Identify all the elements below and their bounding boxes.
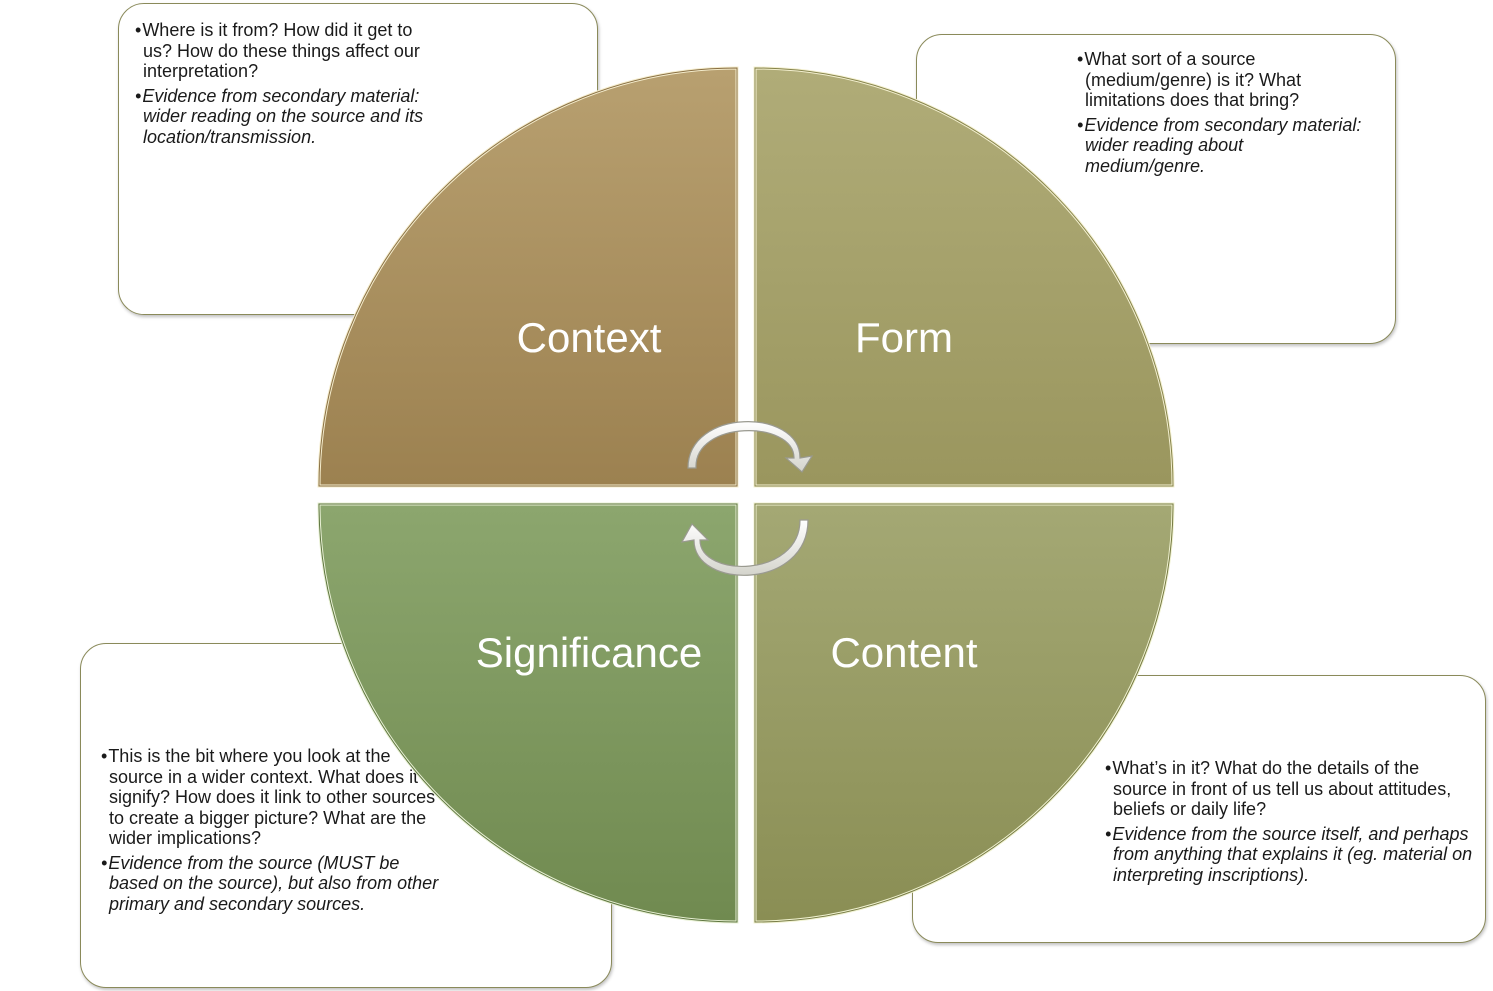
- significance-note-question: This is the bit where you look at the so…: [101, 746, 439, 849]
- content-note-question: What’s in it? What do the details of the…: [1105, 758, 1475, 820]
- content-label: Content: [830, 629, 977, 676]
- form-note-question: What sort of a source (medium/genre) is …: [1077, 49, 1367, 111]
- context-note-question: Where is it from? How did it get to us? …: [135, 20, 435, 82]
- significance-quadrant: [317, 502, 739, 924]
- form-quadrant: [753, 66, 1175, 488]
- form-note-evidence: Evidence from secondary material: wider …: [1077, 115, 1367, 177]
- content-note-evidence: Evidence from the source itself, and per…: [1105, 824, 1475, 886]
- context-label: Context: [517, 314, 662, 361]
- cycle-arrow-lower-icon: [680, 519, 809, 576]
- context-note-evidence: Evidence from secondary material: wider …: [135, 86, 435, 148]
- significance-label: Significance: [476, 629, 702, 676]
- content-quadrant: [753, 502, 1175, 924]
- form-label: Form: [855, 314, 953, 361]
- context-quadrant: [317, 66, 739, 488]
- significance-note-evidence: Evidence from the source (MUST be based …: [101, 853, 439, 915]
- cycle-arrow-upper-icon: [687, 421, 814, 473]
